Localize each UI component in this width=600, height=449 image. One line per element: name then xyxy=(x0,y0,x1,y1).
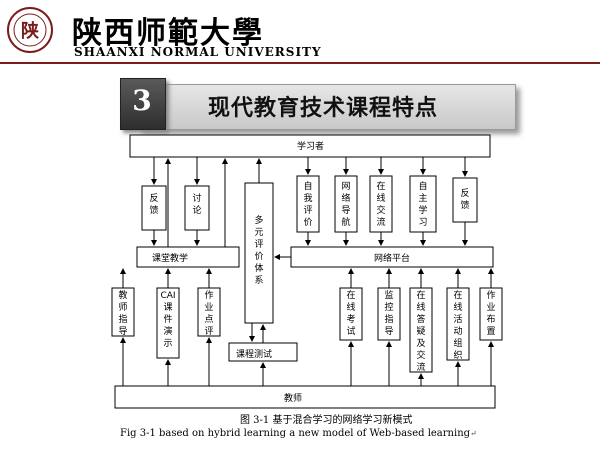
caption-en-text: Fig 3-1 based on hybrid learning a new m… xyxy=(120,428,471,439)
feedback-left-label: 反馈 xyxy=(149,194,159,216)
learner-box xyxy=(129,134,491,158)
logo-glyph: 陕 xyxy=(21,20,39,42)
learner-label: 学习者 xyxy=(297,142,325,152)
homework-review-label: 作业点评 xyxy=(204,291,214,337)
teacher-label: 教师 xyxy=(284,394,303,404)
slide-title-bar xyxy=(138,84,516,130)
self-study-label: 自主学习 xyxy=(418,182,428,228)
nav-label: 网络导航 xyxy=(341,182,351,228)
qa-label: 在线答疑及交流 xyxy=(416,291,426,373)
course-test-label: 课程测试 xyxy=(236,350,273,360)
multi-eval-box xyxy=(244,182,274,324)
paragraph-mark-icon: ↵ xyxy=(470,429,477,438)
feedback-box-right xyxy=(452,177,478,223)
caption-cn: 图 3-1 基于混合学习的网络学习新模式 xyxy=(240,411,412,426)
online-comm-label: 在线交流 xyxy=(376,182,386,228)
cai-label: CAI课件演示 xyxy=(160,291,176,349)
monitor-label: 监控指导 xyxy=(384,291,394,337)
online-exam-label: 在线考试 xyxy=(346,291,356,337)
caption-cn-text: 图 3-1 基于混合学习的网络学习新模式 xyxy=(240,415,413,426)
slide-number-box xyxy=(120,78,166,130)
classroom-box xyxy=(136,246,240,268)
activity-label: 在线活动组织 xyxy=(453,291,463,361)
self-eval-label: 自我评价 xyxy=(303,182,313,228)
teacher-box xyxy=(114,385,496,409)
slide-number: 3 xyxy=(132,84,152,117)
classroom-label: 课堂教学 xyxy=(152,254,189,264)
teacher-guide-label: 教师指导 xyxy=(118,291,128,337)
homework-assign-label: 作业布置 xyxy=(486,291,496,337)
university-name-en: SHAANXI NORMAL UNIVERSITY xyxy=(74,45,322,59)
slide-title: 现代教育技术课程特点 xyxy=(208,95,439,121)
header-divider xyxy=(0,62,600,64)
university-name-cn: 陕西师範大學 xyxy=(72,16,264,51)
discussion-label: 讨论 xyxy=(192,194,202,216)
multi-eval-label: 多元评价体系 xyxy=(254,216,264,286)
university-logo: 陕 xyxy=(7,7,53,53)
self-study-box xyxy=(409,175,437,233)
feedback-right-label: 反馈 xyxy=(460,189,470,211)
network-label: 网络平台 xyxy=(374,254,411,264)
discussion-box xyxy=(184,185,210,231)
caption-en: Fig 3-1 based on hybrid learning a new m… xyxy=(120,428,477,439)
